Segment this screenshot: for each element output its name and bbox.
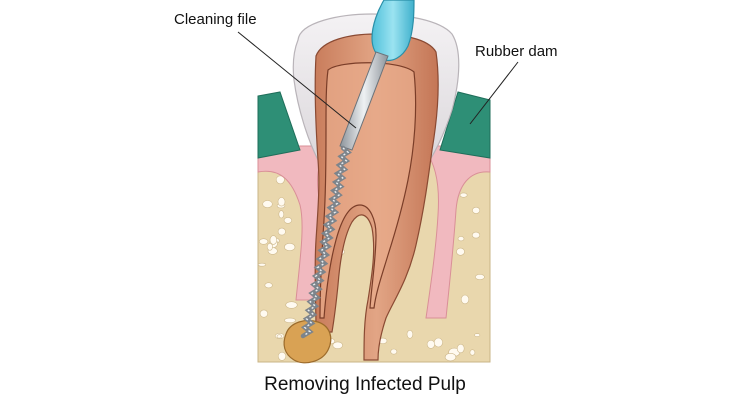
bone-pore	[284, 243, 296, 252]
bone-pore	[460, 294, 470, 305]
rubber-dam	[257, 91, 301, 159]
leader-line-rubber-dam	[469, 61, 519, 125]
bone-pore	[284, 317, 296, 324]
bone-pore	[406, 329, 414, 339]
bone-pore	[390, 348, 398, 355]
bone-pore	[259, 309, 269, 318]
bone-pore	[276, 334, 282, 339]
bone-pore	[269, 235, 278, 245]
bone-pore	[278, 210, 285, 219]
bone-pore	[285, 301, 298, 309]
bone-pore	[471, 231, 481, 239]
cleaning-file-spiral-highlight	[302, 147, 350, 337]
bone-pore	[474, 273, 485, 280]
bone-pore	[469, 349, 476, 356]
pulp-chamber	[319, 62, 417, 319]
label-rubber-dam: Rubber dam	[475, 43, 558, 60]
bone-pore	[474, 333, 481, 337]
bone-pore	[262, 200, 273, 208]
leader-line-cleaning-file	[237, 31, 357, 129]
bone-pore	[459, 192, 468, 198]
bone-pore	[264, 282, 273, 289]
bone-pore	[444, 353, 457, 362]
bone-pore	[277, 197, 286, 207]
bone-pore	[457, 236, 465, 242]
bone-pore	[433, 337, 443, 348]
bone-pore	[472, 206, 481, 214]
bone-pore	[275, 175, 285, 185]
bone-pore	[456, 343, 465, 354]
bone-pore	[257, 262, 267, 267]
bone-pores	[257, 175, 485, 362]
bone-pore	[277, 227, 286, 236]
rubber-dam	[439, 91, 491, 159]
cleaning-file-shaft	[339, 51, 389, 151]
bone-pore	[426, 339, 436, 349]
diagram-caption: Removing Infected Pulp	[264, 374, 466, 395]
bone-pore	[456, 247, 465, 256]
bone-pore	[266, 243, 273, 251]
bone-pore	[332, 341, 343, 349]
label-cleaning-file: Cleaning file	[174, 11, 257, 28]
bone-pore	[277, 351, 287, 361]
bone-pore	[283, 217, 293, 224]
bone-pore	[259, 238, 269, 245]
